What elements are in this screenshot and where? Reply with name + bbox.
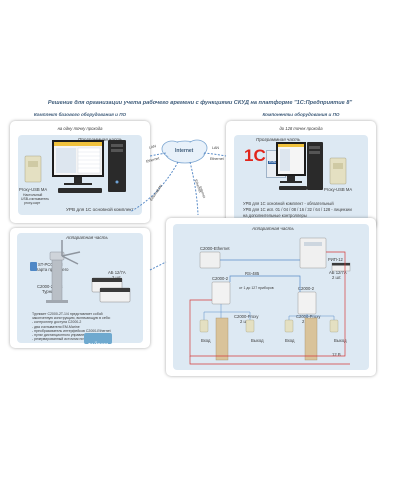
controller-label-2: Турникет [42, 289, 60, 294]
left-panel-subtitle: на одну точку прохода [57, 126, 103, 131]
left-reader-label: Proxy-USB MA [19, 187, 48, 192]
v12-label-bottom: 12 В [332, 352, 341, 357]
note-line: - резервированный источник питания RIP-2… [32, 337, 111, 342]
left-software-label: Программная часть [78, 137, 123, 142]
software-box-text: РОЛЬ ТЕХ [268, 161, 283, 165]
internet-label: Internet [175, 148, 194, 154]
rs485-note: от 1 до 127 приборов [239, 286, 274, 290]
left-hardware-label: Аппаратная часть [66, 235, 108, 240]
turnstile [46, 240, 81, 303]
1c-logo: 1С [244, 146, 274, 168]
right-panel-title: Компоненты оборудования и ПО [262, 112, 340, 117]
right-urv-line-1: УРВ для 1С основной комплект - обязатель… [243, 201, 334, 206]
right-software-label: Программная часть [256, 137, 301, 142]
c2000-label-a: C2000-2 [212, 276, 229, 281]
taikem-logo: ТАЙКЭМ [84, 333, 112, 348]
left-urv-label: УРВ для 1С основной комплект [66, 207, 134, 212]
vhod-label-b: Вход [285, 338, 295, 343]
left-reader-note-3: proxy-карт [24, 201, 41, 205]
left-panel-title: Комплект базового оборудования и ПО [33, 112, 127, 117]
left-reader-note-2: USB-считыватель [21, 197, 50, 201]
card-label-1: ST-PC01 EM [38, 262, 63, 267]
internet-cloud [161, 139, 208, 164]
right-hardware-area [173, 224, 369, 370]
vyhod-label-b: Выход [334, 338, 347, 343]
lan-right-label: LAN [212, 146, 219, 150]
vhod-label-a: Вход [201, 338, 211, 343]
right-psu-label-2: 2 шт. [332, 275, 342, 280]
right-hardware-panel: Аппаратная часть [166, 218, 376, 376]
left-reader-note-1: Настольный [23, 193, 43, 197]
c2000-label-b: C2000-2 [298, 286, 315, 291]
note-line: Турникет C2000-2T-1/4 представляет собой [32, 312, 103, 316]
right-reader-label: Proxy-USB MA [324, 187, 353, 192]
note-line: - контроллер доступа C2000-2 [32, 320, 82, 325]
left-psu-label-2: 2 шт. [112, 275, 122, 280]
vyhod-label-a: Выход [251, 338, 264, 343]
right-panel-subtitle: до 128 точек прохода [279, 126, 323, 131]
controller-label-1: C2000-2T-1/4 [37, 284, 63, 289]
left-psu-label-1: АБ 12/7А [108, 270, 126, 275]
turnstile-note: Турникет C2000-2T-1/4 представляет собой… [32, 312, 142, 341]
note-line: - преобразователь интерфейсов C2000-Ethe… [32, 328, 111, 333]
left-hardware-panel: Аппаратная часть [10, 228, 150, 348]
note-line: - два считывателя EM-Marine [32, 324, 80, 329]
1c-logo-text: 1С [244, 146, 266, 165]
proxy-label-b: C2000-Proxy [296, 314, 321, 319]
note-line: законченную конструкцию, включающую в се… [32, 316, 111, 321]
right-urv-line-3: на дополнительные контроллеры [243, 213, 307, 218]
right-hardware-label: Аппаратная часть [252, 226, 294, 231]
ethernet-right-label: Ethernet [210, 157, 224, 161]
right-urv-line-2: УРВ для 1С исп. 01 / 04 / 08 / 16 / 32 /… [243, 207, 352, 212]
right-psu-label-1: АБ 12/7А [329, 270, 347, 275]
page-title: Решение для организации учета рабочего в… [47, 100, 353, 106]
proxy-label-a: C2000-Proxy [234, 314, 259, 319]
rip-label: РИП-12 [328, 257, 343, 262]
eth-label: C2000-Ethernet [200, 246, 230, 251]
taikem-logo-text: ТАЙКЭМ [88, 343, 108, 348]
proxy-qty-a: 2 шт. [240, 319, 250, 324]
note-line: - пульт дистанционного управления [32, 332, 90, 337]
rs485-label: RS-485 [245, 271, 260, 276]
